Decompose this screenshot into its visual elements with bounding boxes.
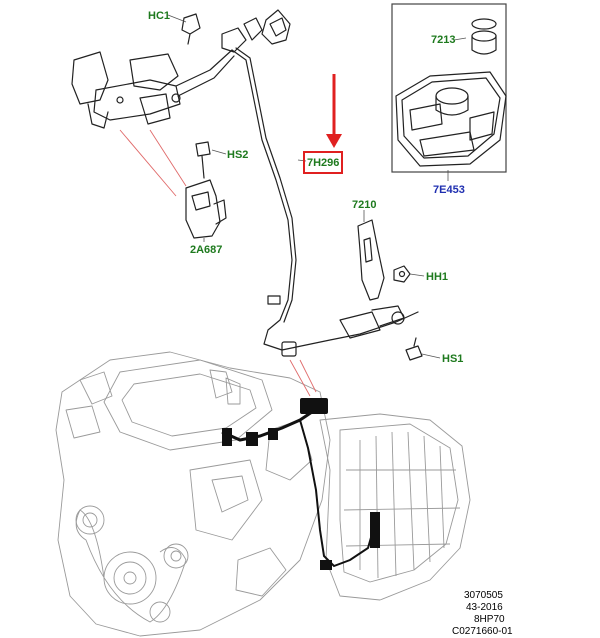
bolt-hs2-drawing [195,141,211,179]
reference-line-2: 43-2016 [466,602,503,613]
highlight-box [303,151,343,174]
engine-transmission-drawing [55,351,471,637]
gear-selector-cable [221,27,419,357]
callout-hc1: HC1 [148,10,170,22]
callout-7e453: 7E453 [433,184,465,196]
clip-hc1-drawing [181,13,201,45]
callout-hh1: HH1 [426,271,448,283]
cable-bracket-assembly [71,9,291,129]
leader-lines [119,14,467,397]
lever-7210-drawing [357,219,385,301]
reference-line-4: C0271660-01 [452,626,513,637]
bracket-2a687-drawing [185,179,227,239]
callout-hs2: HS2 [227,149,248,161]
reference-line-3: 8HP70 [474,614,505,625]
highlight-indicator [303,74,343,174]
reference-line-1: 3070505 [464,590,503,601]
callout-hs1: HS1 [442,353,463,365]
callout-2a687: 2A687 [190,244,222,256]
callout-7213: 7213 [431,34,455,46]
transmission-wiring-harness [221,398,380,570]
callout-7210: 7210 [352,199,376,211]
nut-hh1-drawing [393,265,411,283]
callout-7h296[interactable]: 7H296 [307,157,339,169]
bolt-hs1-drawing [405,337,423,361]
selector-module-inset [391,3,507,173]
